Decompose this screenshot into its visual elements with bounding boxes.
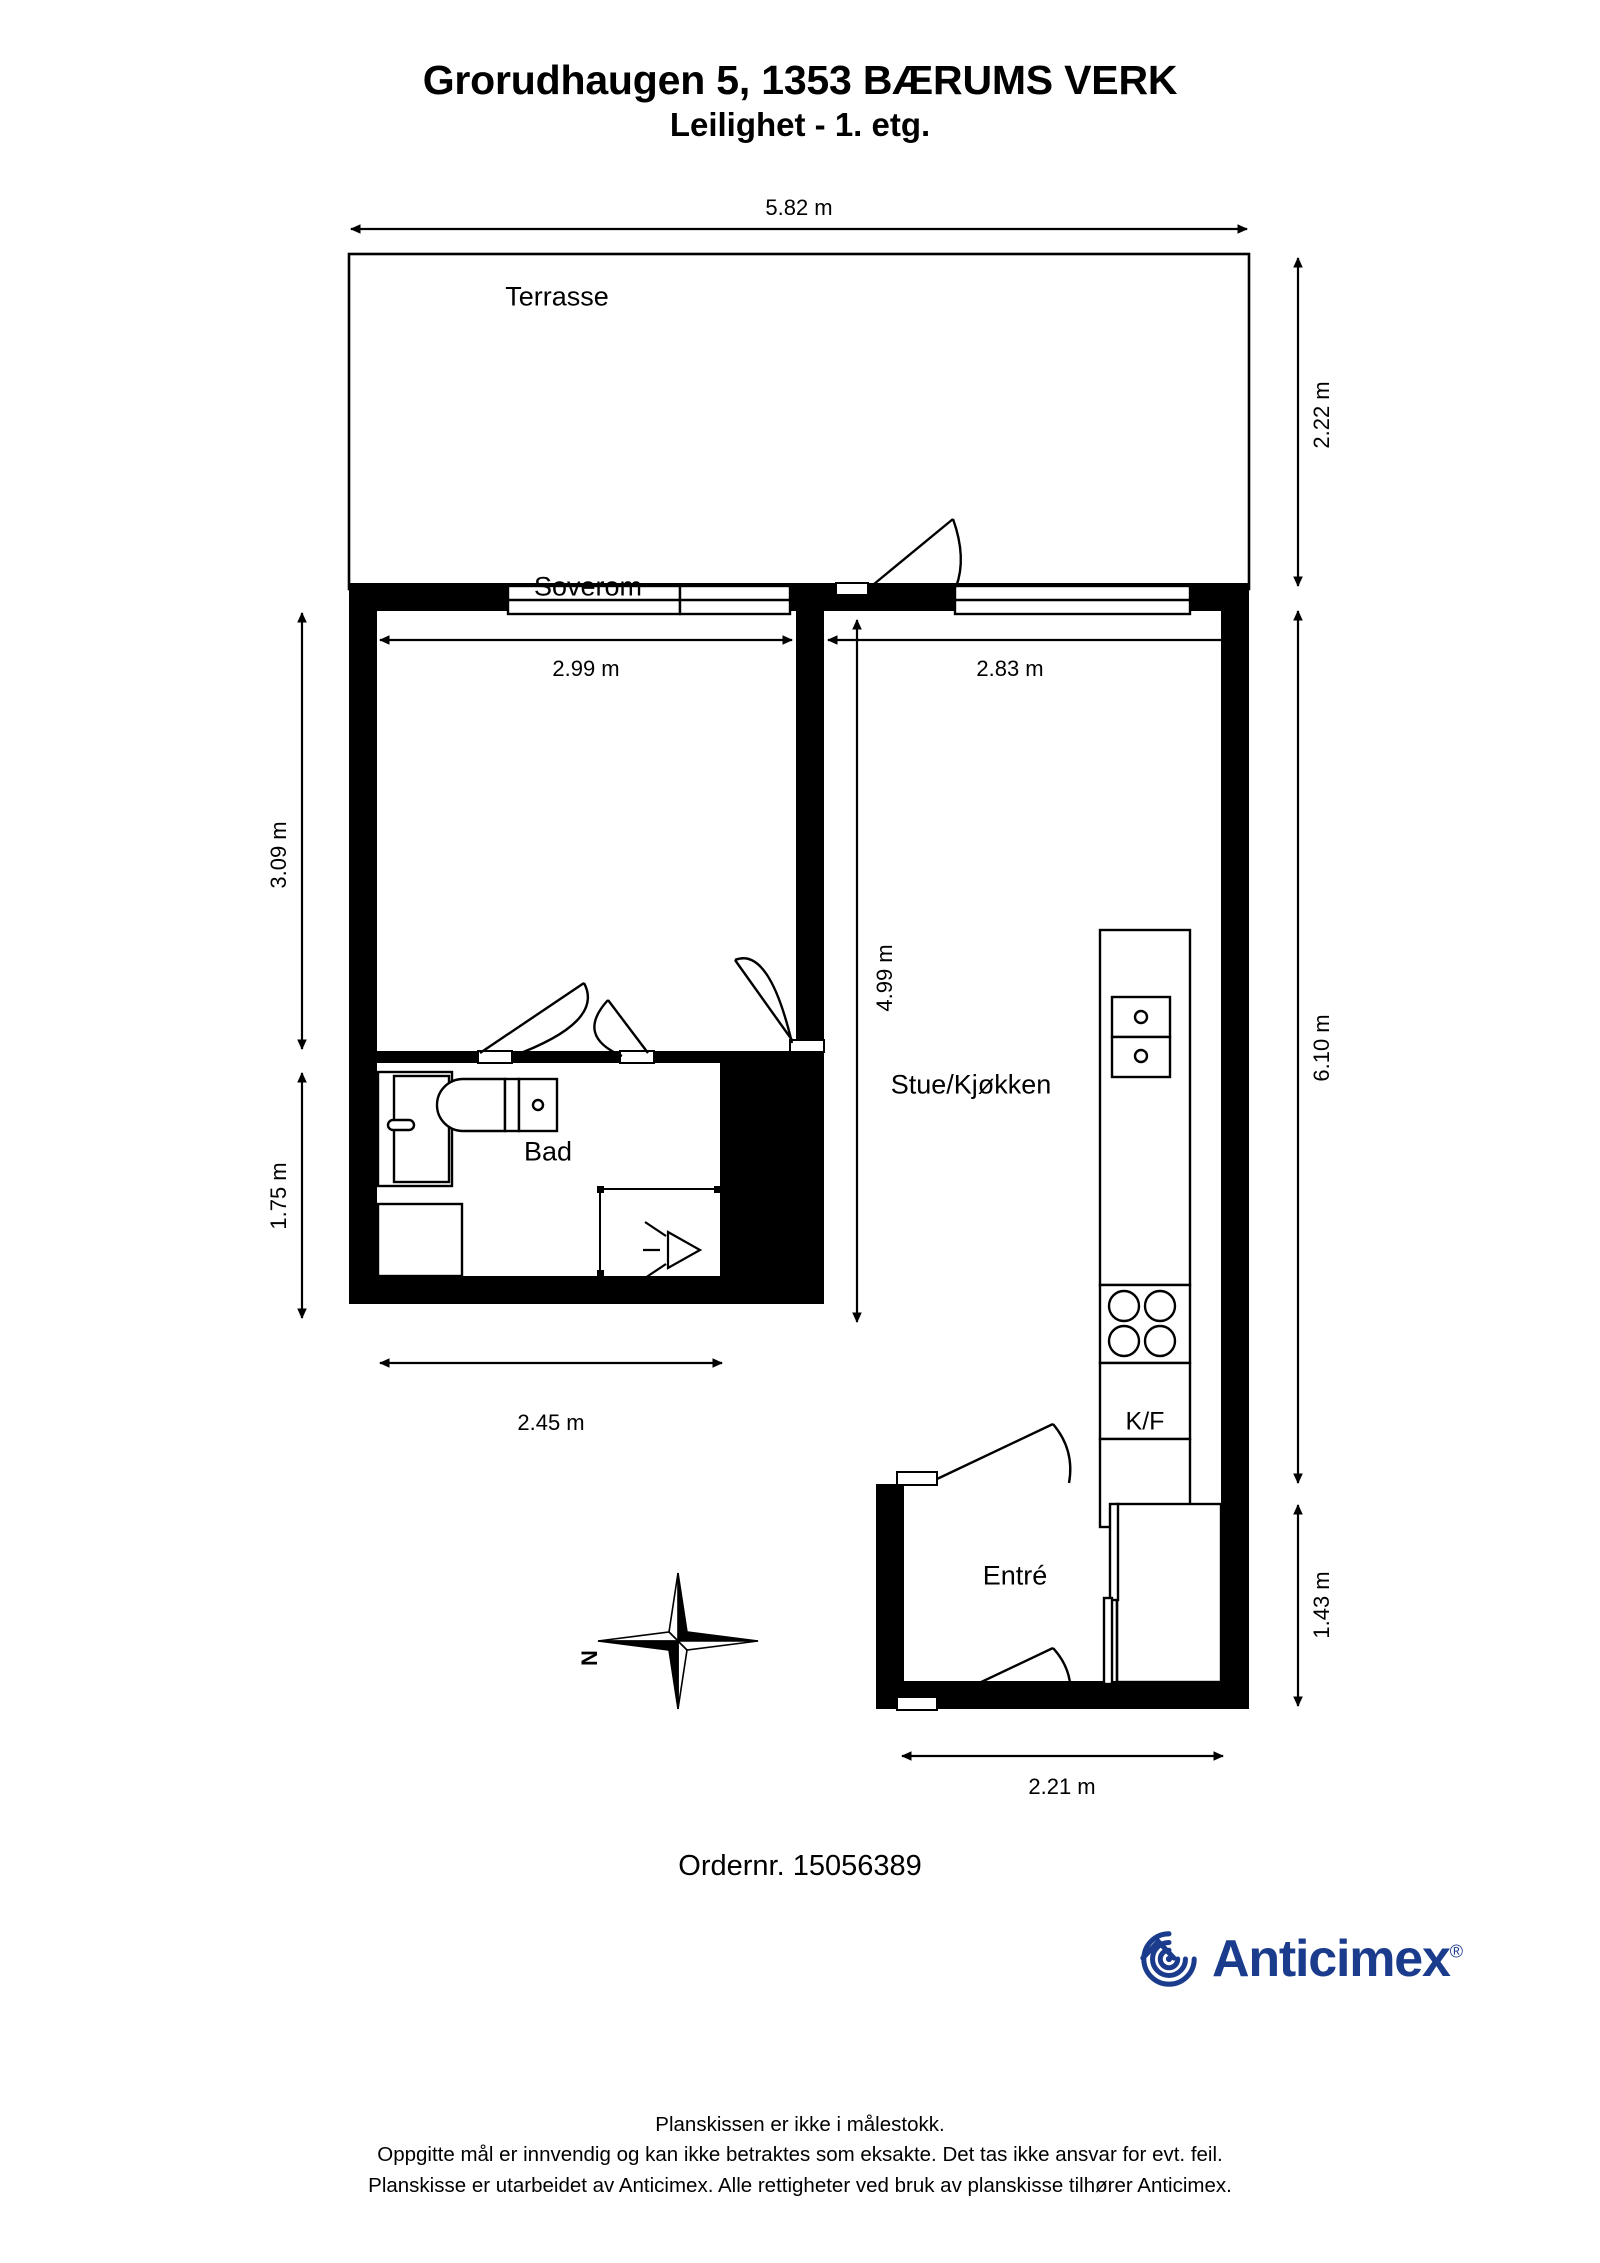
room-label-kf: K/F	[1125, 1407, 1165, 1436]
kitchen-counter	[1098, 928, 1192, 1287]
footer-line-3: Planskisse er utarbeidet av Anticimex. A…	[368, 2173, 1232, 2197]
shower-area	[597, 1186, 721, 1279]
door-bathroom	[593, 999, 655, 1064]
bathroom-cabinet	[376, 1202, 464, 1278]
dimension-living-depth: 4.99 m	[872, 944, 897, 1012]
dimension-lines	[297, 224, 1303, 1761]
dimension-bedroom-width: 2.99 m	[552, 656, 620, 681]
dimension-living-width: 2.83 m	[976, 656, 1044, 681]
door-entrance	[896, 1646, 1072, 1711]
footer-line-1: Planskissen er ikke i målestokk.	[655, 2113, 945, 2136]
dimension-terrace-width: 5.82 m	[765, 195, 833, 220]
dimension-terrace-depth: 2.22 m	[1309, 381, 1334, 449]
logo-text-label: Anticimex	[1212, 1930, 1451, 1988]
title-block: Grorudhaugen 5, 1353 BÆRUMS VERK Leiligh…	[0, 58, 1600, 146]
anticimex-wordmark: Anticimex®	[1212, 1933, 1463, 1985]
entre-wardrobe	[1102, 1502, 1223, 1686]
registered-mark: ®	[1449, 1941, 1463, 1962]
footer-disclaimer: Planskissen er ikke i målestokk. Oppgitt…	[0, 2110, 1600, 2201]
anticimex-spiral-icon	[1140, 1931, 1197, 1987]
toilet	[435, 1077, 559, 1133]
doors	[477, 518, 1072, 1711]
dimension-bathroom-depth: 1.75 m	[266, 1162, 291, 1230]
room-label-soverom: Soverom	[533, 571, 643, 602]
room-label-bad: Bad	[523, 1136, 573, 1167]
kitchen-stove	[1098, 1283, 1192, 1365]
room-label-entre: Entré	[982, 1560, 1048, 1591]
door-entre-inner	[896, 1422, 1072, 1486]
page-subtitle: Leilighet - 1. etg.	[669, 106, 931, 144]
room-label-terrasse: Terrasse	[505, 281, 609, 312]
door-terrace	[835, 518, 963, 596]
page-title: Grorudhaugen 5, 1353 BÆRUMS VERK	[422, 57, 1178, 103]
kitchen-sink	[1110, 995, 1172, 1079]
windows	[506, 584, 1192, 616]
order-number: Ordernr. 15056389	[678, 1850, 922, 1882]
dimension-entrance-width: 2.21 m	[1028, 1774, 1096, 1799]
door-bedroom-bath	[477, 982, 590, 1064]
anticimex-logo: Anticimex®	[1138, 1928, 1463, 1990]
footer-line-2: Oppgitte mål er innvendig og kan ikke be…	[377, 2143, 1223, 2167]
dimension-main-depth: 6.10 m	[1309, 1014, 1334, 1082]
kitchen-fixtures	[1098, 928, 1192, 1529]
kitchen-cabinet	[1098, 1361, 1192, 1441]
bathroom-fixtures	[376, 1070, 721, 1279]
compass-rose	[597, 1572, 759, 1710]
room-label-stue-kjokken: Stue/Kjøkken	[890, 1069, 1052, 1100]
dimension-bathroom-width: 2.45 m	[517, 1410, 585, 1435]
compass-north-label: N	[576, 1650, 602, 1666]
dimension-bedroom-depth: 3.09 m	[266, 821, 291, 889]
dimension-entrance-depth: 1.43 m	[1309, 1571, 1334, 1639]
terrace-outline	[347, 252, 1251, 591]
door-bedroom-living	[734, 957, 825, 1053]
